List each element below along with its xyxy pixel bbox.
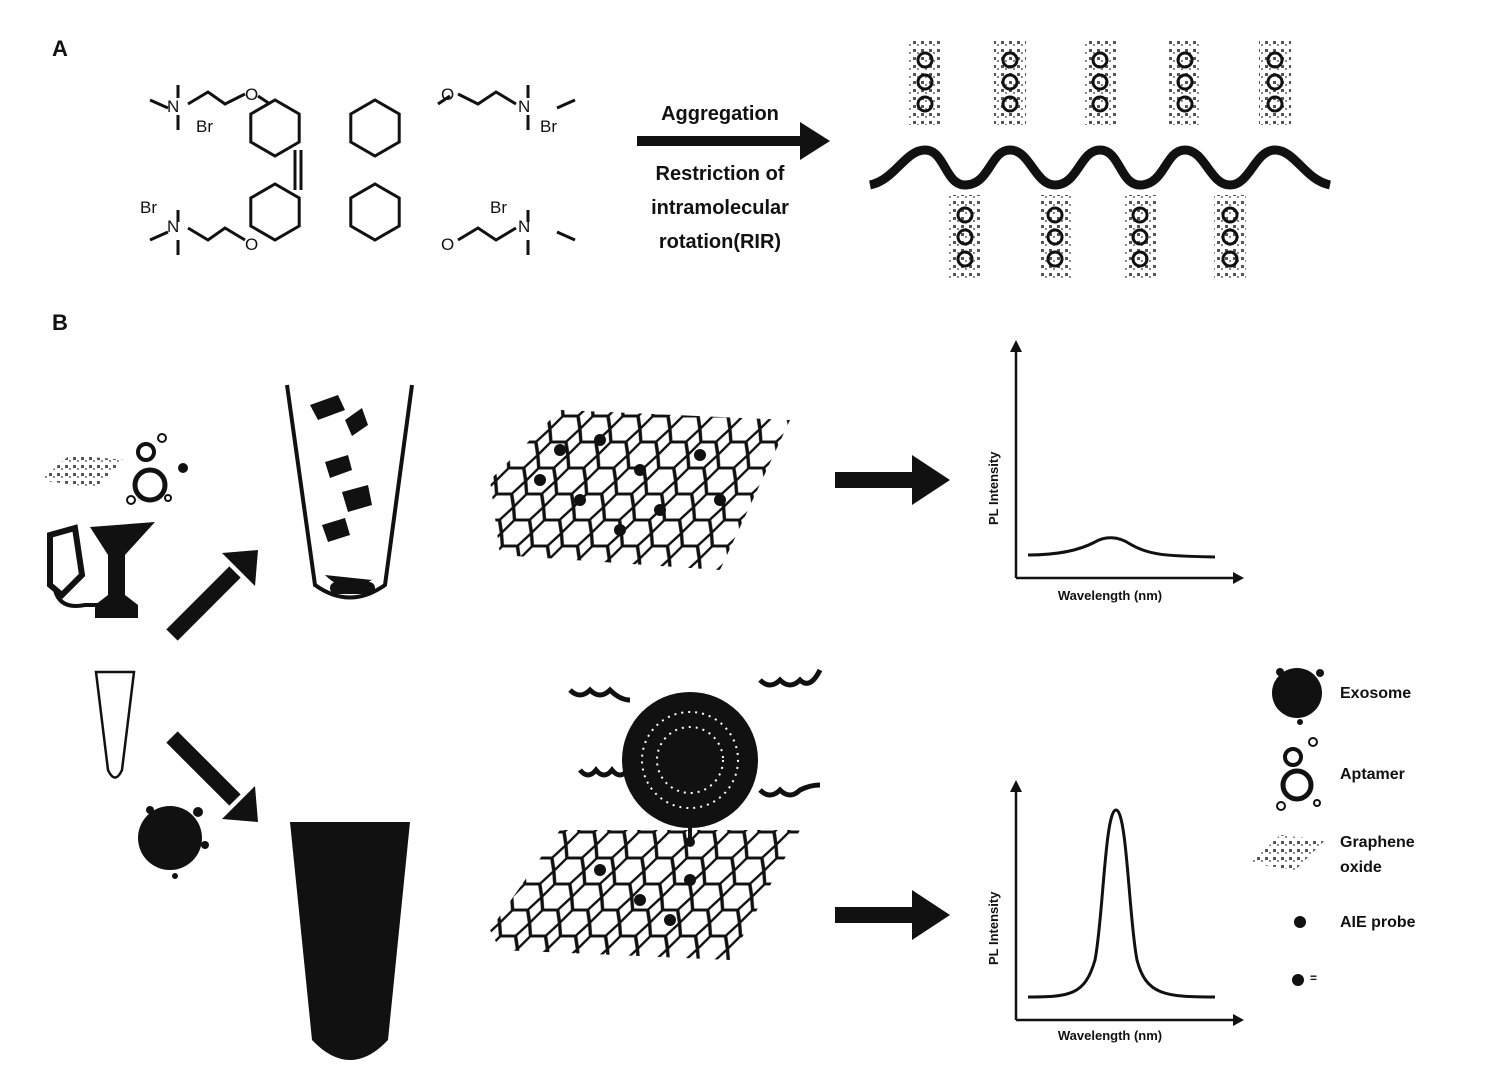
- aie-probe: [654, 504, 666, 516]
- sample-tube-empty: [94, 670, 136, 779]
- o-label: O: [245, 235, 258, 254]
- aie-probe: [714, 494, 726, 506]
- tpe-unit: [1221, 206, 1239, 224]
- aptamer-small: [126, 433, 172, 505]
- rir-label-line-3: rotation(RIR): [659, 231, 781, 253]
- tpe-unit: [1091, 73, 1109, 91]
- benzene-ring: [249, 182, 301, 242]
- arrow-to-top-tube: [166, 550, 258, 641]
- tpe-unit: [1266, 73, 1284, 91]
- legend-label-exosome: Exosome: [1340, 685, 1411, 702]
- tpe-molecule-structure: N Br O N Br O Br N O Br N O: [140, 85, 576, 255]
- aie-probe: [664, 914, 676, 926]
- aie-probe: [684, 874, 696, 886]
- tpe-unit: [1046, 206, 1064, 224]
- tpe-unit: [1266, 51, 1284, 69]
- tpe-unit: [1001, 51, 1019, 69]
- tpe-unit: [1091, 95, 1109, 113]
- pl-chart-high: PL Intensity Wavelength (nm): [986, 780, 1244, 1043]
- benzene-ring: [249, 98, 301, 158]
- br-label: Br: [490, 198, 507, 217]
- aie-probe: [534, 474, 546, 486]
- aggregation-label: Aggregation: [661, 103, 779, 125]
- tpe-unit: [1176, 73, 1194, 91]
- exosome-icon: [1272, 668, 1324, 725]
- legend-label-graphene: Graphene: [1340, 834, 1415, 851]
- arrow-to-high-signal: [835, 890, 950, 940]
- probe-equals-icon: [1292, 974, 1304, 986]
- tpe-unit: [956, 206, 974, 224]
- aptamer-icon: [1276, 737, 1321, 811]
- graphene-oxide-sheet-released: [490, 830, 800, 960]
- tpe-unit: [1046, 228, 1064, 246]
- legend-label-oxide: oxide: [1340, 859, 1382, 876]
- tpe-unit: [1001, 95, 1019, 113]
- y-axis-label: PL Intensity: [986, 451, 1001, 525]
- tpe-unit: [1131, 250, 1149, 268]
- pl-spectrum-low: [1027, 536, 1216, 559]
- aie-probe: [594, 864, 606, 876]
- tpe-unit: [1221, 250, 1239, 268]
- legend-label-aptamer: Aptamer: [1340, 766, 1405, 783]
- n-label: N: [518, 97, 530, 116]
- exosome-aptamer-complex: [568, 668, 823, 847]
- tpe-unit: [1091, 51, 1109, 69]
- benzene-ring: [349, 182, 401, 242]
- aggregate-chain: [868, 40, 1332, 280]
- benzene-ring: [349, 98, 401, 158]
- aie-probe: [634, 464, 646, 476]
- aggregation-arrow: [637, 122, 830, 160]
- arrow-to-low-signal: [835, 455, 950, 505]
- graphene-oxide-small: [40, 455, 125, 488]
- o-label: O: [441, 235, 454, 254]
- tpe-unit: [956, 228, 974, 246]
- tpe-unit: [916, 51, 934, 69]
- legend: Exosome Aptamer Graphene oxide AIE probe…: [1250, 668, 1416, 986]
- o-label: O: [245, 85, 258, 104]
- aie-probe: [574, 494, 586, 506]
- tube-with-exosome: [290, 822, 410, 1060]
- tpe-unit: [1131, 228, 1149, 246]
- aie-probe-small: [178, 463, 188, 473]
- aie-probe: [634, 894, 646, 906]
- aie-probe: [554, 444, 566, 456]
- tpe-unit: [916, 95, 934, 113]
- tpe-unit: [1046, 250, 1064, 268]
- aie-probe: [594, 434, 606, 446]
- tube-without-exosome: [285, 384, 414, 600]
- arrow-to-bottom-tube: [166, 731, 258, 822]
- x-axis-label: Wavelength (nm): [1058, 1028, 1162, 1043]
- legend-label-equals: =: [1310, 971, 1317, 985]
- tpe-unit: [956, 250, 974, 268]
- sample-device-icon: [47, 522, 155, 618]
- aie-probes-adsorbed: [534, 434, 726, 926]
- tpe-unit: [916, 73, 934, 91]
- pl-chart-low: PL Intensity Wavelength (nm): [986, 340, 1244, 603]
- n-label: N: [167, 217, 179, 236]
- br-label: Br: [540, 117, 557, 136]
- panel-label-b: B: [52, 310, 68, 335]
- rir-label-line-2: intramolecular: [651, 197, 789, 219]
- y-axis-label: PL Intensity: [986, 891, 1001, 965]
- n-label: N: [167, 97, 179, 116]
- graphene-oxide-sheet-with-probes: [490, 410, 790, 570]
- tpe-unit: [1131, 206, 1149, 224]
- x-axis-label: Wavelength (nm): [1058, 588, 1162, 603]
- rir-label-line-1: Restriction of: [656, 163, 785, 185]
- tpe-unit: [1266, 95, 1284, 113]
- aie-probe: [694, 449, 706, 461]
- tpe-unit: [1001, 73, 1019, 91]
- exosome-small: [138, 806, 209, 879]
- graphene-oxide-icon: [1250, 835, 1325, 870]
- br-label: Br: [140, 198, 157, 217]
- aie-probe-icon: [1294, 916, 1306, 928]
- panel-label-a: A: [52, 36, 68, 61]
- br-label: Br: [196, 117, 213, 136]
- tpe-unit: [1221, 228, 1239, 246]
- tpe-unit: [1176, 95, 1194, 113]
- pl-spectrum-high: [1027, 808, 1216, 999]
- tpe-unit: [1176, 51, 1194, 69]
- legend-label-aie-probe: AIE probe: [1340, 914, 1416, 931]
- aie-probe: [614, 524, 626, 536]
